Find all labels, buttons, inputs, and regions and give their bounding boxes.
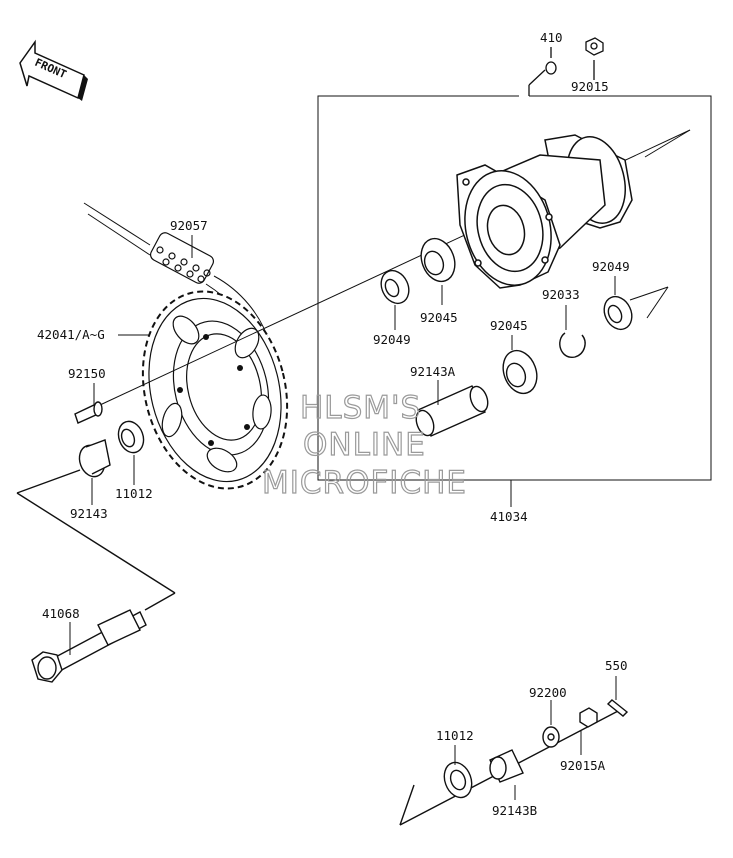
watermark-line-1: HLSM'S bbox=[300, 390, 421, 426]
watermark-line-2: ONLINE bbox=[303, 427, 426, 463]
label-92150: 92150 bbox=[68, 366, 106, 381]
label-92045-left: 92045 bbox=[420, 310, 458, 325]
wheel-hub bbox=[456, 134, 633, 289]
rear-axle bbox=[16, 469, 176, 683]
label-92200: 92200 bbox=[529, 685, 567, 700]
rear-sprocket bbox=[141, 290, 289, 490]
label-550: 550 bbox=[605, 658, 628, 673]
assembly-box bbox=[317, 95, 712, 507]
front-arrow-icon: FRONT bbox=[19, 39, 88, 101]
label-11012-bottom: 11012 bbox=[436, 728, 474, 743]
label-92143A: 92143A bbox=[410, 364, 456, 379]
part-labels: 410 92015 92057 92049 42041/A~G 92033 92… bbox=[37, 30, 630, 818]
label-92049-left: 92049 bbox=[373, 332, 411, 347]
top-hardware bbox=[528, 37, 604, 96]
label-42041: 42041/A~G bbox=[37, 327, 105, 342]
label-410: 410 bbox=[540, 30, 563, 45]
label-92015: 92015 bbox=[571, 79, 609, 94]
label-92143B: 92143B bbox=[492, 803, 537, 818]
left-side-parts bbox=[399, 699, 629, 826]
label-92015A: 92015A bbox=[560, 758, 606, 773]
label-92143: 92143 bbox=[70, 506, 108, 521]
label-41068: 41068 bbox=[42, 606, 80, 621]
label-92057: 92057 bbox=[170, 218, 208, 233]
leader-lines bbox=[69, 235, 617, 800]
label-92033: 92033 bbox=[542, 287, 580, 302]
watermark: HLSM'S ONLINE MICROFICHE bbox=[261, 389, 467, 501]
label-92045-mid: 92045 bbox=[490, 318, 528, 333]
watermark-line-3: MICROFICHE bbox=[262, 465, 467, 501]
label-11012-top: 11012 bbox=[115, 486, 153, 501]
drive-chain bbox=[83, 202, 271, 346]
components bbox=[74, 237, 633, 478]
label-92049-top: 92049 bbox=[592, 259, 630, 274]
label-41034: 41034 bbox=[490, 509, 528, 524]
